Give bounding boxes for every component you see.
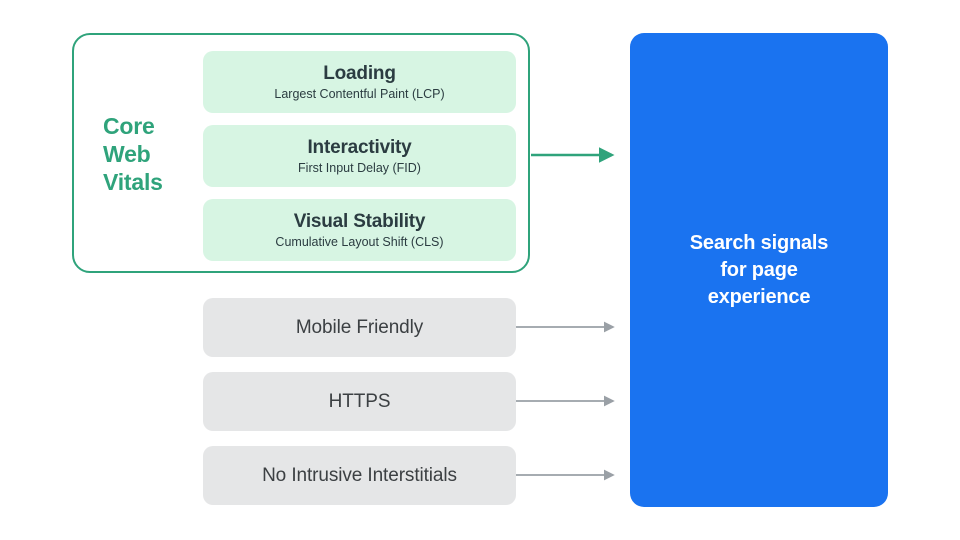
signal-label: HTTPS: [328, 390, 391, 412]
signal-card-mobile-friendly[interactable]: Mobile Friendly: [203, 298, 516, 357]
vital-card-visual-stability[interactable]: Visual Stability Cumulative Layout Shift…: [203, 199, 516, 261]
vital-title: Visual Stability: [293, 210, 426, 232]
core-web-vitals-group: [72, 33, 530, 273]
vital-card-interactivity[interactable]: Interactivity First Input Delay (FID): [203, 125, 516, 187]
vital-subtitle: Largest Contentful Paint (LCP): [274, 86, 445, 101]
signal-card-no-intrusive-interstitials[interactable]: No Intrusive Interstitials: [203, 446, 516, 505]
core-web-vitals-group-label: Core Web Vitals: [103, 113, 163, 195]
vital-title: Interactivity: [307, 136, 412, 158]
search-signals-label: Search signals for page experience: [689, 231, 829, 308]
vital-card-loading[interactable]: Loading Largest Contentful Paint (LCP): [203, 51, 516, 113]
signal-card-https[interactable]: HTTPS: [203, 372, 516, 431]
search-signals-box[interactable]: Search signals for page experience: [630, 33, 888, 507]
vital-subtitle: First Input Delay (FID): [298, 160, 421, 175]
vital-title: Loading: [323, 62, 396, 84]
signal-label: Mobile Friendly: [295, 316, 424, 338]
vital-subtitle: Cumulative Layout Shift (CLS): [275, 234, 444, 249]
signal-label: No Intrusive Interstitials: [262, 464, 457, 486]
